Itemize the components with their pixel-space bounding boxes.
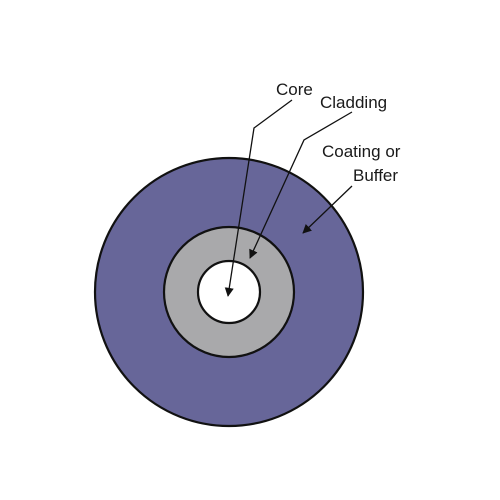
cladding-leader-arrow	[249, 111, 353, 259]
cladding-label: Cladding	[320, 93, 387, 112]
coating-label-line1: Coating or	[322, 142, 401, 161]
core-leader-arrow	[224, 99, 293, 297]
coating-label-line2: Buffer	[353, 166, 398, 185]
core-label: Core	[276, 80, 313, 99]
coating-leader-arrow	[302, 185, 353, 234]
